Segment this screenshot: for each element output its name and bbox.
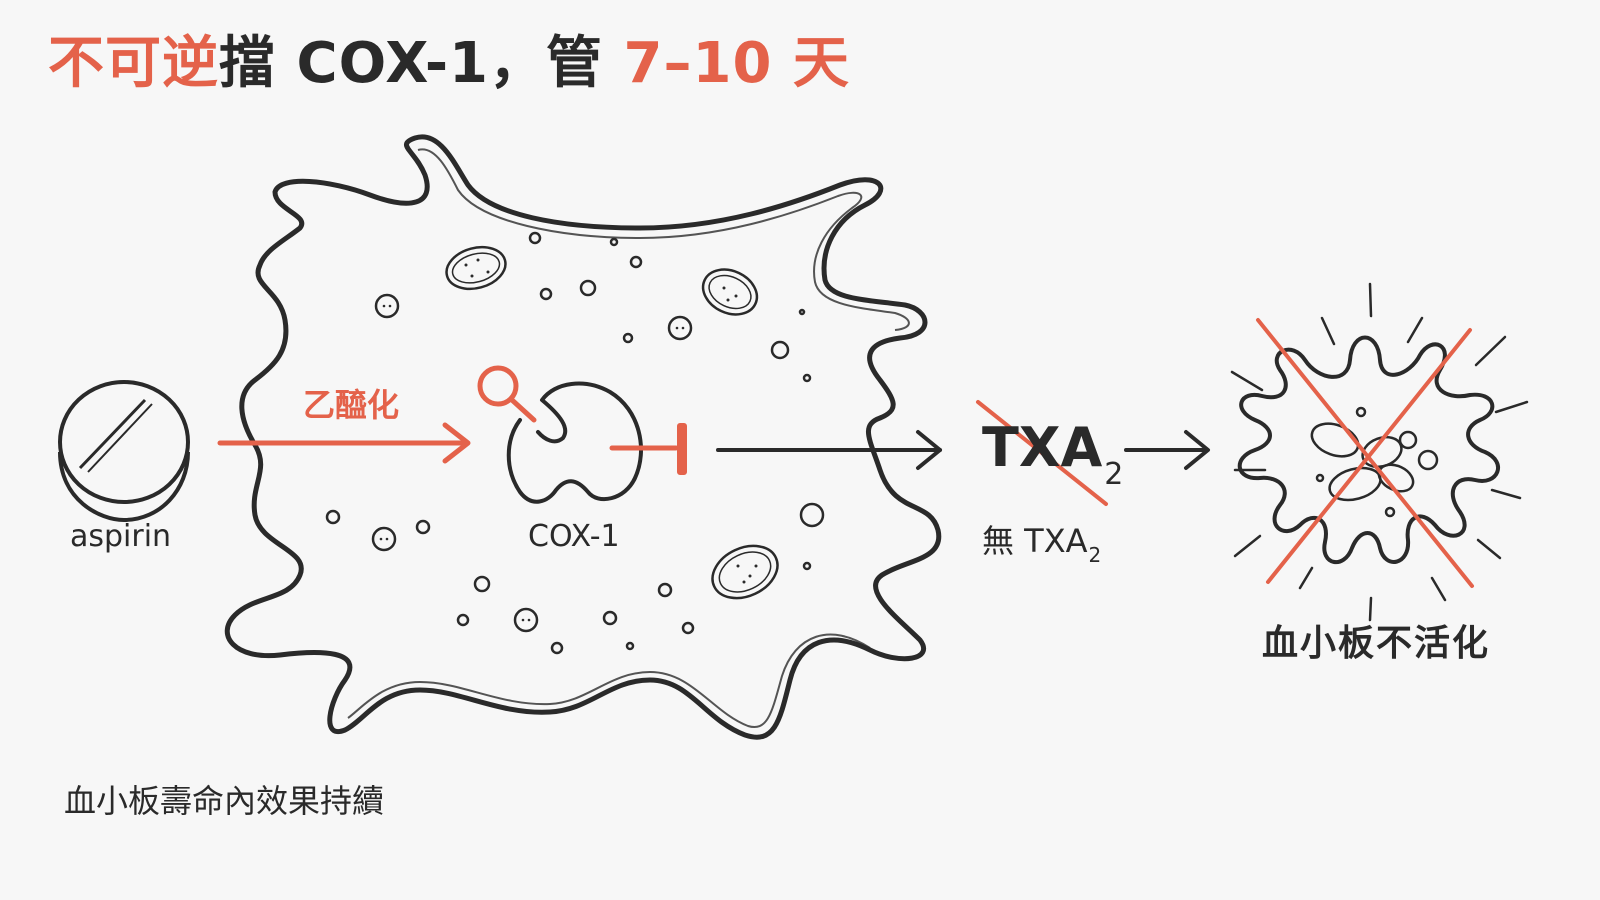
txa2-strike-line: [976, 400, 1108, 506]
granule-small: [374, 293, 400, 319]
granule-small: [802, 373, 812, 383]
granule-small: [802, 561, 812, 571]
granule-large-2-inner: [708, 274, 752, 310]
no-txa2-label: 無 TXA2: [982, 522, 1101, 567]
no-txa2-subscript: 2: [1088, 543, 1102, 567]
granule-small: [371, 526, 397, 552]
granule-small: [473, 575, 491, 593]
title-irreversible: 不可逆: [48, 31, 219, 96]
granule-small: [528, 231, 542, 245]
granule-small: [602, 610, 618, 626]
acetylation-label: 乙醯化: [303, 386, 400, 424]
granule-small: [681, 621, 695, 635]
inactive-platelet-granules: [1310, 406, 1439, 518]
duration-note: 血小板壽命內效果持續: [64, 782, 385, 820]
platelet-cell-outline: [224, 134, 942, 740]
granule-small: [657, 582, 673, 598]
aspirin-score-line: [78, 398, 147, 470]
aspirin-tablet-side: [58, 451, 190, 523]
granule-large-2: [701, 268, 759, 316]
granule-small: [770, 340, 790, 360]
page-title: 不可逆擋 COX-1，管 7–10 天: [48, 30, 850, 97]
granule-small: [667, 315, 693, 341]
granule-small: [513, 607, 539, 633]
aspirin-tablet-face: [58, 380, 190, 504]
aspirin-score-line-2: [87, 403, 153, 473]
granule-small: [798, 308, 806, 316]
granule-small: [625, 641, 635, 651]
granule-small: [456, 613, 470, 627]
acetylation-arrow: [217, 422, 471, 464]
granule-small: [609, 237, 619, 247]
granule-large-3-inner: [718, 551, 772, 593]
title-duration: 7–10 天: [623, 31, 850, 96]
granule-small: [629, 255, 643, 269]
title-block-cox1: 擋 COX-1，管: [219, 31, 624, 96]
cell-granules: [325, 231, 825, 655]
granule-large-3: [711, 544, 779, 600]
platelet-inactive-label: 血小板不活化: [1262, 623, 1491, 664]
aspirin-tablet: [58, 380, 190, 523]
granule-small: [415, 519, 431, 535]
platelet-cell-inner-outline-2: [347, 633, 871, 729]
arrow-to-txa2: [716, 430, 942, 470]
inhibition-bar: [609, 423, 687, 475]
inactive-cross-mark: [1256, 318, 1474, 588]
inactive-platelet-outline: [1237, 335, 1500, 565]
aspirin-label: aspirin: [70, 519, 172, 554]
txa2-base: TXA: [982, 416, 1103, 479]
granule-large-1: [445, 245, 507, 291]
txa2-label: TXA2: [982, 416, 1123, 492]
acetyl-group-icon: [477, 365, 537, 423]
txa2-subscript: 2: [1104, 457, 1124, 492]
granule-small: [799, 502, 825, 528]
granule-dots: [379, 258, 758, 622]
cox1-enzyme: [506, 381, 643, 504]
granule-large-1-inner: [451, 252, 501, 284]
granule-small: [539, 287, 553, 301]
granule-small: [325, 509, 341, 525]
granule-small: [579, 279, 597, 297]
no-txa2-text: 無 TXA: [982, 522, 1088, 560]
arrow-to-platelet: [1124, 430, 1210, 470]
platelet-cell-inner-outline: [417, 148, 910, 331]
burst-lines: [1230, 282, 1529, 622]
granule-small: [550, 641, 564, 655]
cox1-label: COX-1: [528, 519, 620, 554]
granule-small: [622, 332, 634, 344]
